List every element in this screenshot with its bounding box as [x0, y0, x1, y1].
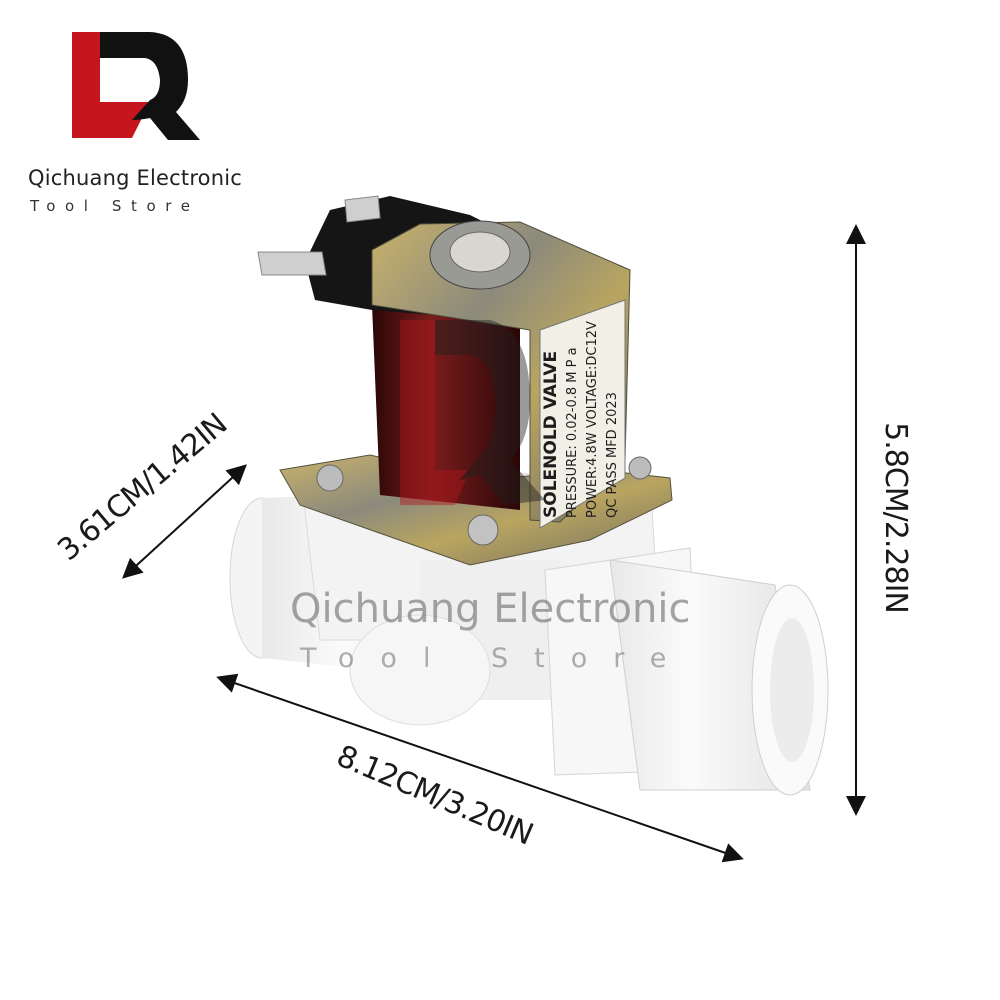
height-dimension-label: 5.8CM/2.28IN: [877, 422, 913, 613]
label-qc: QC PASS MFD 2023: [605, 392, 620, 518]
logo-black-shape: [100, 32, 200, 140]
watermark-logo: [400, 320, 545, 505]
depth-arrow: [122, 464, 247, 579]
screw: [316, 464, 344, 492]
logo-red-shape: [72, 32, 150, 138]
label-power: POWER:4.8W VOLTAGE:DC12V: [585, 321, 600, 518]
brand-name: Qichuang Electronic: [28, 166, 243, 190]
brand-tagline: Tool Store: [30, 197, 200, 215]
screw: [628, 456, 652, 480]
length-arrow: [216, 673, 744, 863]
terminal: [344, 195, 381, 223]
label-title: SOLENOLD VALVE: [541, 351, 561, 518]
screw: [467, 514, 499, 546]
terminal: [257, 251, 327, 276]
watermark-tagline: Tool Store: [300, 643, 693, 674]
label-pressure: PRESSURE: 0.02-0.8 M P a: [565, 347, 580, 518]
brand-logo: [72, 32, 200, 140]
valve-label: [539, 299, 626, 529]
outlet-nozzle: [544, 547, 829, 796]
watermark-name: Qichuang Electronic: [290, 586, 691, 632]
solenoid-coil: [372, 305, 520, 510]
